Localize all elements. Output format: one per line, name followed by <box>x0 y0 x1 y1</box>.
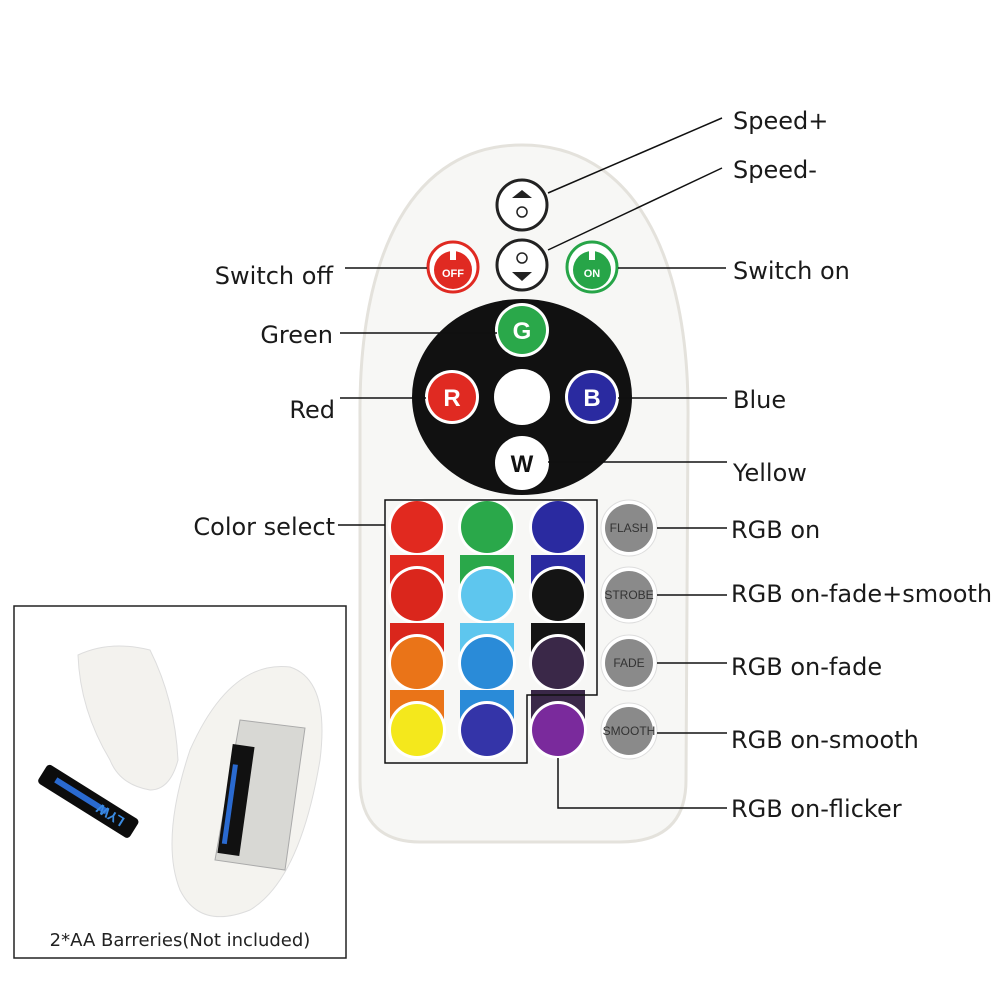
color-button-r2-c2[interactable] <box>461 569 513 621</box>
svg-text:STROBE: STROBE <box>604 588 653 602</box>
color-button-r1-c1[interactable] <box>391 501 443 553</box>
label-color-select: Color select <box>193 513 335 541</box>
label-rgb-on-smooth: RGB on-smooth <box>731 726 919 754</box>
battery-inset: LYW 2*AA Barreries(Not included) <box>13 605 347 959</box>
label-speed-plus: Speed+ <box>733 107 828 135</box>
flash-button[interactable]: FLASH <box>600 499 658 557</box>
svg-text:OFF: OFF <box>442 268 464 280</box>
svg-text:FLASH: FLASH <box>610 521 649 535</box>
color-button-r4-c2[interactable] <box>461 704 513 756</box>
battery-cover <box>77 645 179 791</box>
svg-text:G: G <box>513 318 532 345</box>
color-button-r3-c3[interactable] <box>532 637 584 689</box>
switch-off-button[interactable]: OFF <box>426 240 480 294</box>
callout-lines <box>338 117 727 809</box>
blue-button[interactable]: B <box>565 370 619 424</box>
svg-text:SMOOTH: SMOOTH <box>603 724 656 738</box>
color-button-r4-c3[interactable] <box>532 704 584 756</box>
red-button[interactable]: R <box>425 370 479 424</box>
strobe-button[interactable]: STROBE <box>600 566 658 624</box>
inset-caption: 2*AA Barreries(Not included) <box>50 930 311 951</box>
speed-minus-button[interactable] <box>495 238 549 292</box>
label-rgb-on: RGB on <box>731 516 820 544</box>
label-rgb-on-fade: RGB on-fade <box>731 653 882 681</box>
label-switch-off: Switch off <box>215 262 334 290</box>
power-icon <box>450 246 456 260</box>
color-button-r1-c2[interactable] <box>461 501 513 553</box>
center-button[interactable] <box>494 369 550 425</box>
color-button-r3-c1[interactable] <box>391 637 443 689</box>
fade-button[interactable]: FADE <box>600 634 658 692</box>
svg-text:B: B <box>583 385 600 412</box>
label-rgb-on-flicker: RGB on-flicker <box>731 795 902 823</box>
white-button[interactable]: W <box>495 436 549 490</box>
color-button-r1-c3[interactable] <box>532 501 584 553</box>
green-button[interactable]: G <box>495 303 549 357</box>
color-button-r2-c1[interactable] <box>391 569 443 621</box>
label-red: Red <box>289 396 335 424</box>
smooth-button[interactable]: SMOOTH <box>600 702 658 760</box>
svg-text:R: R <box>443 385 460 412</box>
label-yellow: Yellow <box>732 459 807 487</box>
color-button-r4-c1[interactable] <box>391 704 443 756</box>
label-speed-minus: Speed- <box>733 156 817 184</box>
power-icon <box>589 246 595 260</box>
label-blue: Blue <box>733 386 786 414</box>
svg-text:ON: ON <box>584 268 601 280</box>
label-rgb-on-fade-smooth: RGB on-fade+smooth <box>731 580 992 608</box>
speed-plus-button[interactable] <box>495 178 549 232</box>
svg-text:FADE: FADE <box>613 656 644 670</box>
svg-text:W: W <box>511 451 534 478</box>
color-button-r3-c2[interactable] <box>461 637 513 689</box>
color-select-grid <box>388 498 587 759</box>
sun-icon <box>516 252 528 264</box>
label-switch-on: Switch on <box>733 257 850 285</box>
label-green: Green <box>260 321 333 349</box>
switch-on-button[interactable]: ON <box>565 240 619 294</box>
color-button-r2-c3[interactable] <box>532 569 584 621</box>
sun-icon <box>516 206 528 218</box>
